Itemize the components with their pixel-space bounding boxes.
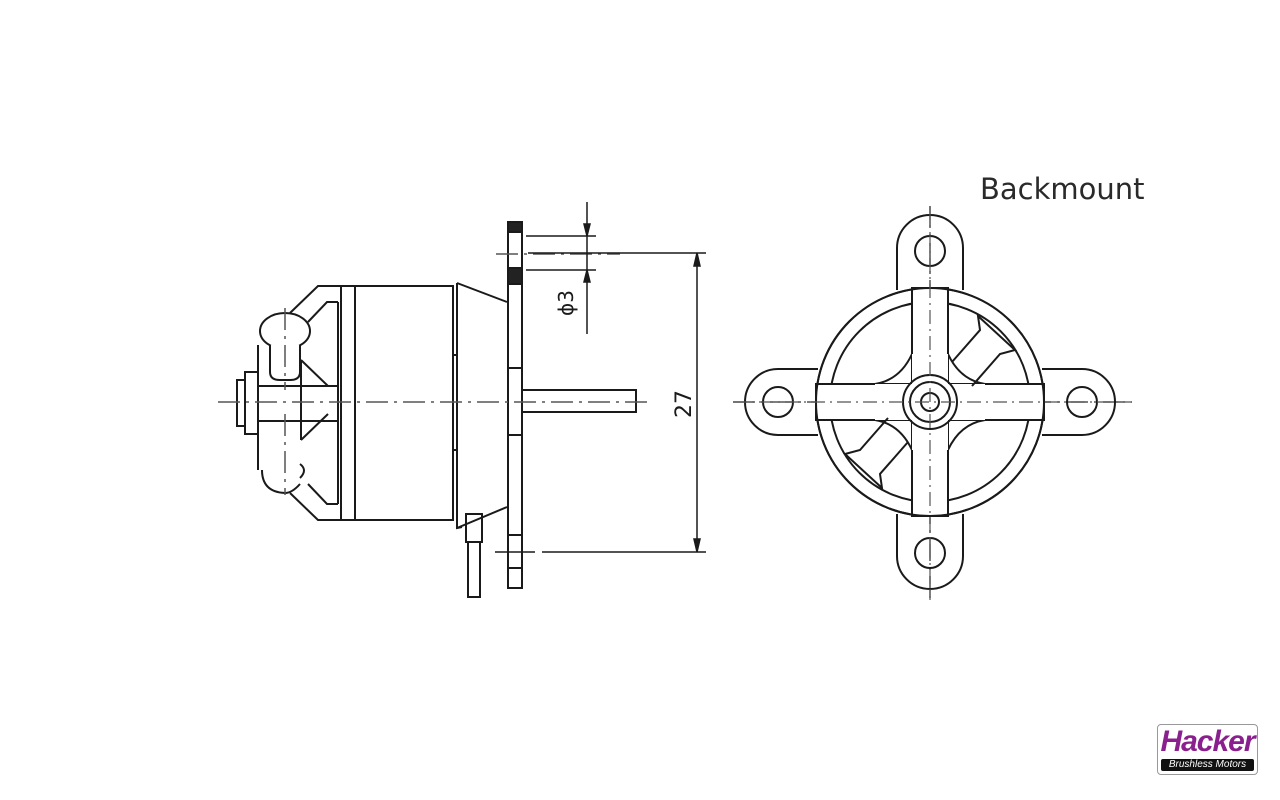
dimensions: ϕ3 27: [495, 202, 706, 553]
front-view-centerlines: [733, 206, 1132, 600]
view-title: Backmount: [980, 172, 1145, 206]
hacker-logo: Hacker Brushless Motors: [1157, 724, 1258, 775]
mount-ear-right: [1042, 368, 1116, 436]
output-shaft: [521, 389, 637, 413]
hole-diameter-label: ϕ3: [554, 290, 578, 316]
logo-tagline: Brushless Motors: [1161, 759, 1254, 771]
logo-brand: Hacker: [1160, 725, 1255, 758]
mount-height-label: 27: [672, 390, 697, 418]
motor-can: [340, 285, 454, 521]
side-view: [236, 221, 637, 598]
